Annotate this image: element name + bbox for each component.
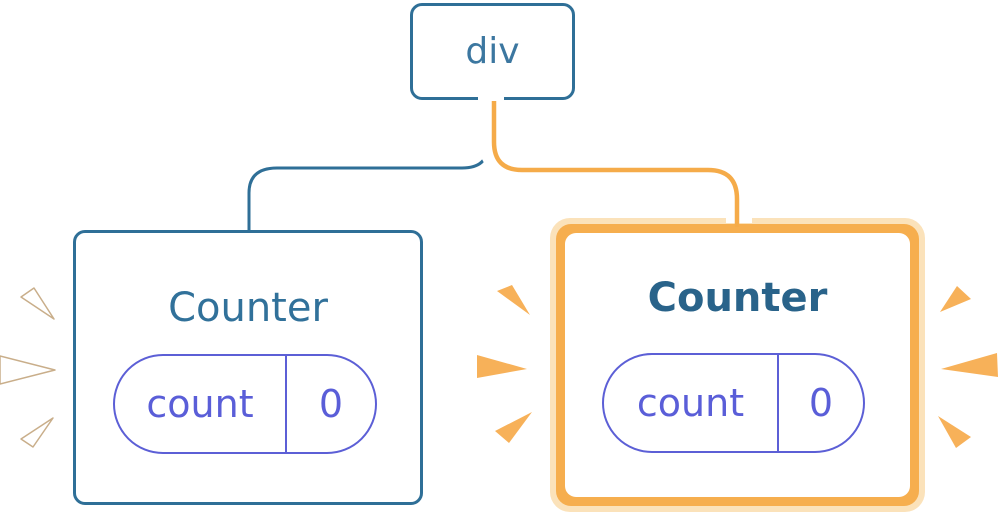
tree-node-div: div — [410, 3, 575, 100]
tree-node-counter-right-highlighted: Counter count 0 — [550, 218, 925, 512]
counter-left-title: Counter — [168, 285, 328, 331]
sparkle-ray-icon — [477, 355, 527, 378]
state-pill-left-value: 0 — [318, 382, 344, 426]
tree-node-counter-left: Counter count 0 — [73, 230, 423, 505]
state-pill-right-value: 0 — [808, 381, 834, 425]
counter-right-body: Counter count 0 — [565, 233, 910, 497]
edge-div-to-right-counter-highlight — [491, 101, 740, 227]
sparkle-ray-icon — [495, 412, 532, 443]
counter-right-title: Counter — [647, 275, 828, 321]
state-pill-left-name: count — [115, 356, 287, 452]
sparkle-ray-icon — [0, 355, 56, 385]
state-pill-left: count 0 — [113, 354, 377, 454]
edge-div-to-right-counter-casing — [478, 97, 752, 223]
sparkle-rays-left-card — [0, 287, 56, 448]
edge-div-to-left-counter — [247, 99, 490, 233]
sparkle-ray-icon — [938, 416, 971, 448]
sparkle-ray-icon — [497, 285, 530, 315]
state-pill-right-name: count — [604, 355, 779, 451]
sparkle-ray-icon — [941, 353, 998, 377]
state-pill-right: count 0 — [602, 353, 865, 453]
highlight-ring: Counter count 0 — [556, 224, 919, 506]
sparkle-ray-icon — [940, 286, 971, 312]
sparkle-ray-icon — [20, 417, 54, 448]
sparkle-ray-icon — [20, 287, 55, 320]
div-node-label: div — [465, 31, 520, 72]
